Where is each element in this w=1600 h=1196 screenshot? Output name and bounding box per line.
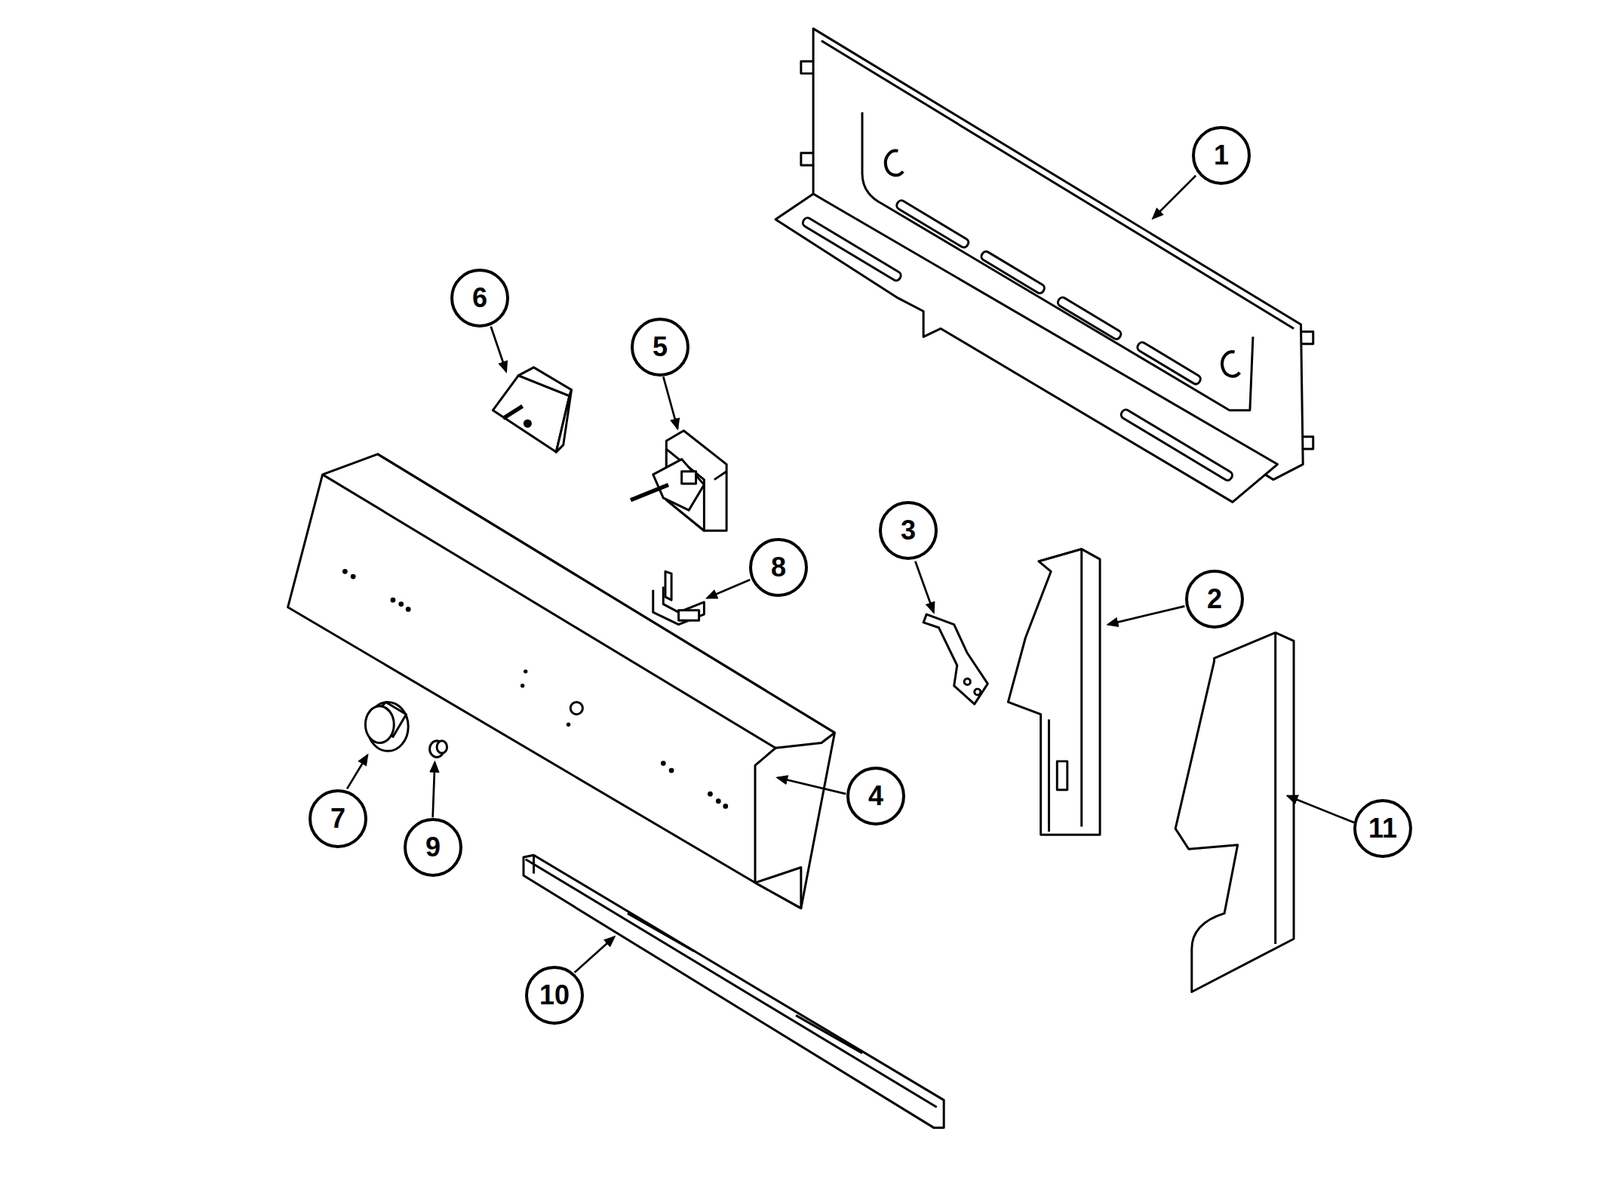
selector-switch [630,430,727,532]
push-button [429,740,448,758]
callout-circle: 4 [846,766,906,826]
callout-circle: 6 [450,268,510,328]
callout-circle: 5 [630,317,690,377]
trim-strip [523,854,944,1128]
callout-circle: 2 [1185,569,1244,629]
back-panel [775,28,1314,503]
callout-number: 3 [900,516,916,544]
control-knob [365,701,409,751]
callout-number: 2 [1206,585,1223,613]
callout-number: 11 [1368,814,1398,842]
callout-number: 4 [868,782,884,810]
callout-number: 6 [472,284,488,312]
end-cap [1175,632,1294,992]
callout-circle: 7 [308,789,368,848]
leader-lines [347,175,1355,973]
bracket-clip [653,571,705,624]
callout-number: 5 [652,333,668,361]
callout-number: 9 [425,833,441,861]
callout-circle: 8 [749,537,808,597]
control-panel [288,454,836,909]
mounting-bracket [923,614,988,704]
switch-box [492,367,572,452]
callout-number: 10 [539,981,570,1009]
callout-circle: 10 [525,965,584,1025]
callout-circle: 3 [878,500,938,560]
side-bracket [1007,549,1100,836]
callout-number: 8 [770,553,787,581]
callout-circle: 11 [1353,798,1413,858]
callout-circle: 1 [1191,125,1251,185]
callout-number: 7 [330,804,346,833]
callout-circle: 9 [403,817,463,877]
callout-number: 1 [1213,141,1229,169]
